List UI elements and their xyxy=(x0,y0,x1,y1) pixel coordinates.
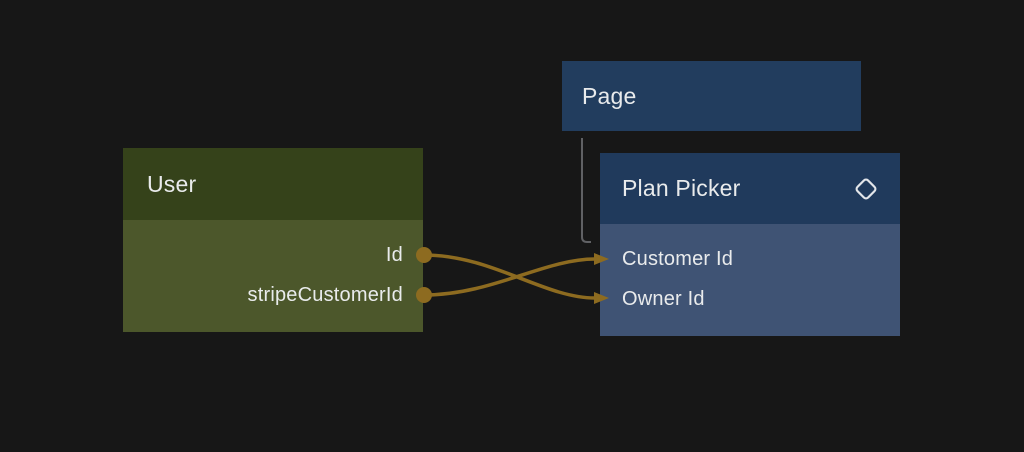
node-page-title: Page xyxy=(582,82,637,109)
output-port-user-stripecustomerid[interactable]: stripeCustomerId xyxy=(247,283,403,306)
input-port-owner-id[interactable]: Owner Id xyxy=(622,287,705,310)
node-page[interactable]: Page xyxy=(562,61,861,131)
input-port-customer-id[interactable]: Customer Id xyxy=(622,247,734,270)
wire-stripecustomerid-to-customer-id[interactable] xyxy=(423,257,596,297)
diamond-icon-shape xyxy=(855,178,877,199)
output-port-user-id[interactable]: Id xyxy=(385,243,403,266)
node-plan-picker-title: Plan Picker xyxy=(622,175,741,201)
node-user-title: User xyxy=(147,170,197,197)
diamond-icon xyxy=(852,175,880,203)
node-plan-picker[interactable]: Plan Picker Customer Id Owner Id xyxy=(600,153,900,336)
node-plan-picker-header: Plan Picker xyxy=(600,153,900,224)
node-user-header: User xyxy=(123,148,423,220)
node-user-body: Id stripeCustomerId xyxy=(123,220,423,332)
node-plan-picker-body: Customer Id Owner Id xyxy=(600,224,900,336)
wire-user-id-to-owner-id[interactable] xyxy=(423,253,596,300)
node-page-header: Page xyxy=(562,61,861,131)
node-user[interactable]: User Id stripeCustomerId xyxy=(123,148,423,332)
tree-link-page-to-plan-picker xyxy=(581,138,591,243)
